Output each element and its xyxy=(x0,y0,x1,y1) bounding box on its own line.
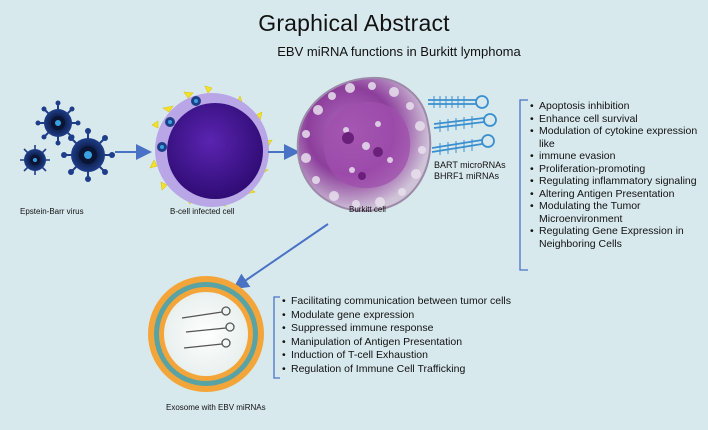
exosome-icon xyxy=(148,276,264,392)
label-bart: BART microRNAs xyxy=(434,160,506,170)
label-exosome: Exosome with EBV miRNAs xyxy=(166,403,266,412)
list-item: Manipulation of Antigen Presentation xyxy=(282,336,582,350)
label-virus: Epstein-Barr virus xyxy=(20,207,84,216)
list-item: Suppressed immune response xyxy=(282,322,582,336)
bracket-exosome-functions xyxy=(273,296,280,379)
list-item: Facilitating communication between tumor… xyxy=(282,295,582,309)
list-item: immune evasion xyxy=(530,150,708,163)
list-item: Modulation of cytokine expression like xyxy=(530,125,708,150)
label-bcell: B-cell infected cell xyxy=(170,207,235,216)
exosome-functions-list: Facilitating communication between tumor… xyxy=(282,295,582,377)
page-subtitle: EBV miRNA functions in Burkitt lymphoma xyxy=(277,44,521,59)
list-item: Regulating inflammatory signaling xyxy=(530,175,708,188)
label-bhrf: BHRF1 miRNAs xyxy=(434,171,500,181)
list-item: Modulate gene expression xyxy=(282,309,582,323)
list-item: Regulation of Immune Cell Trafficking xyxy=(282,363,582,377)
bcell-icon xyxy=(149,85,273,207)
list-item: Altering Antigen Presentation xyxy=(530,188,708,201)
list-item: Modulating the Tumor Microenvironment xyxy=(530,200,708,225)
arrow-burkitt-to-exosome xyxy=(232,223,329,290)
page-title: Graphical Abstract xyxy=(258,10,450,36)
virus-icon xyxy=(20,100,115,182)
bracket-functions xyxy=(519,99,528,271)
label-burkitt: Burkitt cell xyxy=(349,205,386,214)
list-item: Induction of T-cell Exhaustion xyxy=(282,349,582,363)
mirna-hairpin-icon xyxy=(428,95,497,155)
list-item: Proliferation-promoting xyxy=(530,163,708,176)
burkitt-cell-icon xyxy=(296,76,432,212)
list-item: Apoptosis inhibition xyxy=(530,100,708,113)
functions-list: Apoptosis inhibition Enhance cell surviv… xyxy=(530,100,708,250)
list-item: Regulating Gene Expression in Neighborin… xyxy=(530,225,708,250)
list-item: Enhance cell survival xyxy=(530,113,708,126)
